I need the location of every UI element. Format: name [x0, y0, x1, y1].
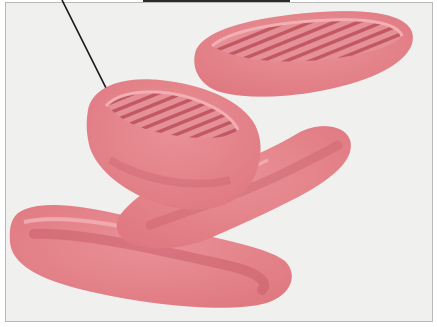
- mitochondrion-open-right: [194, 11, 413, 96]
- leader-line: [62, 0, 108, 92]
- mitochondrion-open-left: [87, 79, 261, 210]
